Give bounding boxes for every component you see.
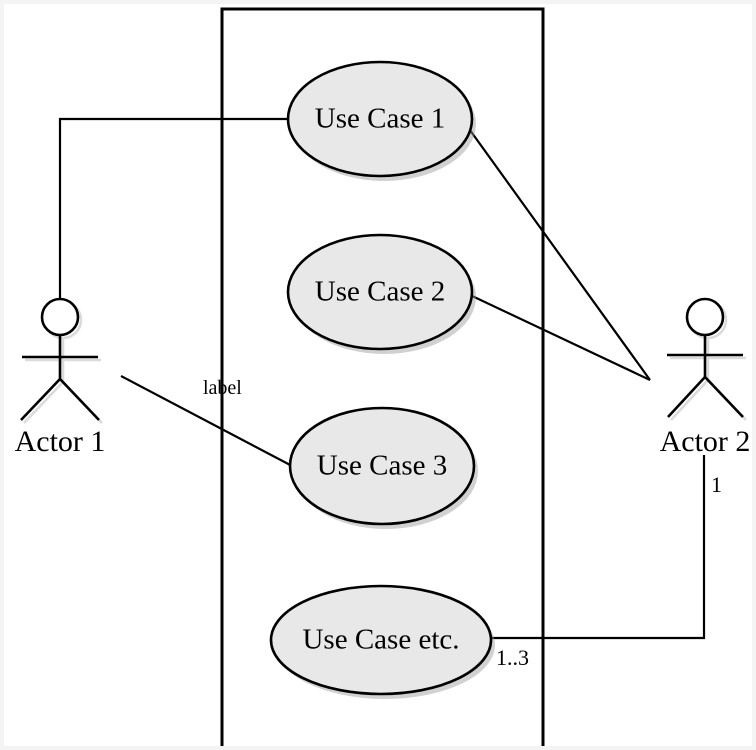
association-usecaseetc-actor2[interactable] — [490, 455, 706, 640]
association-line[interactable] — [466, 125, 651, 381]
use-case-ellipse[interactable] — [288, 406, 476, 526]
actor-1[interactable]: Actor 1 — [15, 297, 106, 458]
multiplicity-actor2: 1 — [711, 472, 722, 497]
association-line[interactable] — [490, 455, 706, 640]
use-case-ellipse[interactable] — [286, 60, 474, 178]
system-boundary[interactable] — [220, 7, 545, 748]
actor-right-leg-line — [59, 378, 100, 421]
association-line[interactable] — [469, 294, 651, 381]
use-case-ellipse[interactable] — [269, 584, 493, 696]
use-case-3[interactable]: Use Case 3 — [288, 406, 478, 529]
use-case-ellipse[interactable] — [286, 233, 474, 351]
association-line[interactable] — [58, 117, 290, 300]
actor-label: Actor 2 — [660, 425, 751, 458]
association-usecase1-actor2[interactable] — [466, 125, 651, 381]
actor-left-leg-line — [20, 378, 61, 421]
association-actor1-usecase1[interactable] — [58, 117, 290, 300]
use-case-label: Use Case 1 — [315, 103, 445, 135]
association-actor1-usecase3[interactable] — [120, 375, 295, 468]
actor-head-icon[interactable] — [685, 297, 725, 337]
actor-head-icon[interactable] — [40, 297, 80, 337]
use-case-label: Use Case 3 — [317, 450, 447, 482]
actor-label: Actor 1 — [15, 425, 106, 458]
actor-2[interactable]: Actor 2 — [660, 297, 751, 458]
use-case-label: Use Case etc. — [302, 624, 459, 656]
system-boundary-rect[interactable] — [220, 7, 545, 748]
multiplicity-usecase-etc: 1..3 — [496, 645, 529, 670]
use-case-1[interactable]: Use Case 1 — [286, 60, 476, 181]
use-case-2[interactable]: Use Case 2 — [286, 233, 476, 354]
use-case-diagram: Use Case 1 Use Case 2 Use Case 3 Use Cas… — [15, 7, 751, 748]
use-case-label: Use Case 2 — [315, 276, 445, 308]
association-label-middle: label — [203, 377, 242, 399]
actor-left-leg-line — [667, 376, 706, 418]
association-usecase2-actor2[interactable] — [469, 294, 651, 381]
actor-right-leg-line — [704, 376, 744, 418]
use-case-etc[interactable]: Use Case etc. — [269, 584, 495, 699]
association-line[interactable] — [120, 375, 295, 468]
